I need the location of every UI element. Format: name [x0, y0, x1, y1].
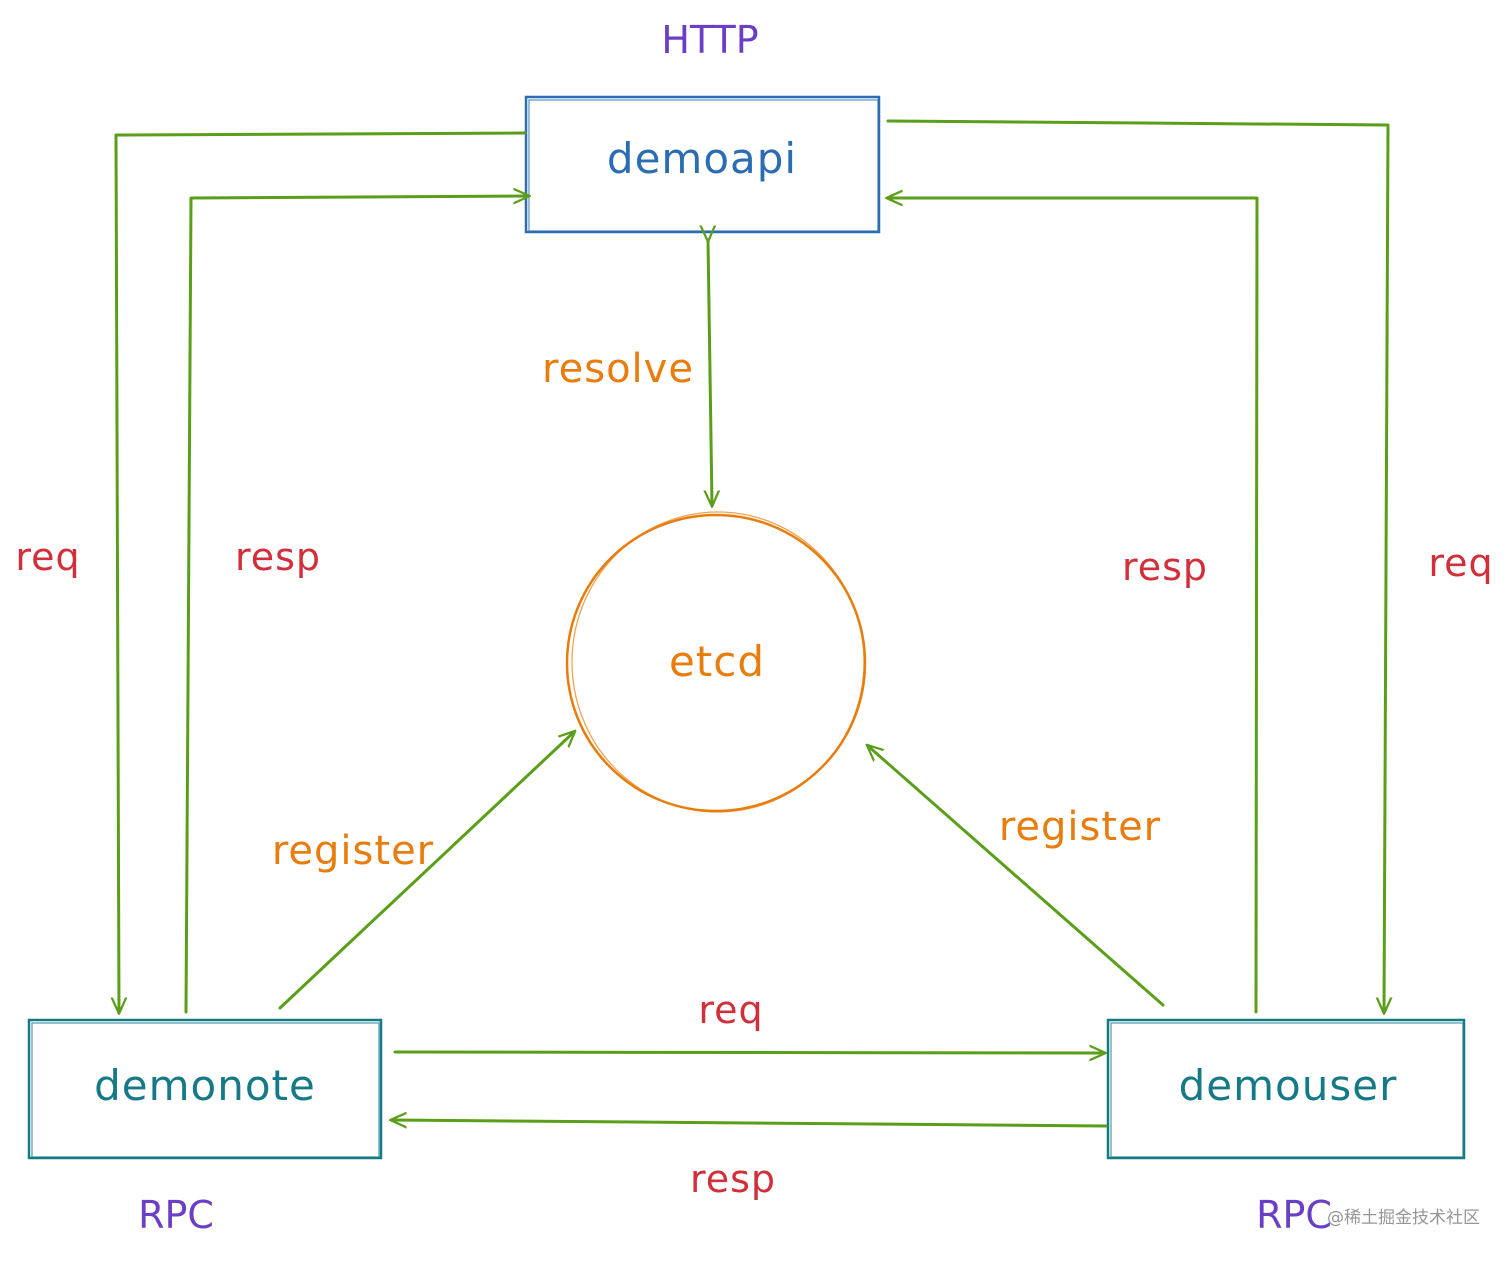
etcd-label: etcd: [669, 637, 765, 686]
protocol-label-rpc-right: RPC: [1256, 1193, 1332, 1237]
left-resp-label: resp: [235, 535, 321, 579]
bottom-req-label: req: [698, 988, 763, 1032]
bottom-req-arrow: [393, 1052, 1104, 1053]
demoapi-label: demoapi: [607, 134, 797, 183]
demonote-node: demonote: [27, 1018, 383, 1160]
right-resp-label: resp: [1122, 545, 1208, 589]
protocol-label-rpc-left: RPC: [138, 1193, 214, 1237]
bottom-resp-arrow: [392, 1120, 1108, 1126]
register-right-label: register: [999, 804, 1161, 850]
left-resp-arrow: [184, 196, 528, 1014]
right-req-label: req: [1428, 541, 1493, 585]
resolve-label: resolve: [542, 346, 694, 392]
demonote-label: demonote: [94, 1061, 316, 1110]
right-resp-arrow: [888, 198, 1259, 1014]
demouser-node: demouser: [1106, 1018, 1466, 1160]
register-left-arrow: [278, 732, 574, 1010]
register-right-arrow: [868, 746, 1165, 1007]
resolve-arrow: [708, 240, 712, 505]
demouser-label: demouser: [1179, 1061, 1398, 1110]
bottom-resp-label: resp: [690, 1157, 776, 1201]
register-left-label: register: [272, 828, 434, 874]
watermark: @稀土掘金技术社区: [1327, 1208, 1480, 1228]
protocol-label-http: HTTP: [661, 18, 758, 62]
left-req-arrow: [116, 131, 527, 1012]
demoapi-node: demoapi: [524, 95, 881, 234]
etcd-node: etcd: [565, 511, 867, 813]
right-req-arrow: [886, 119, 1388, 1012]
left-req-label: req: [15, 535, 80, 579]
